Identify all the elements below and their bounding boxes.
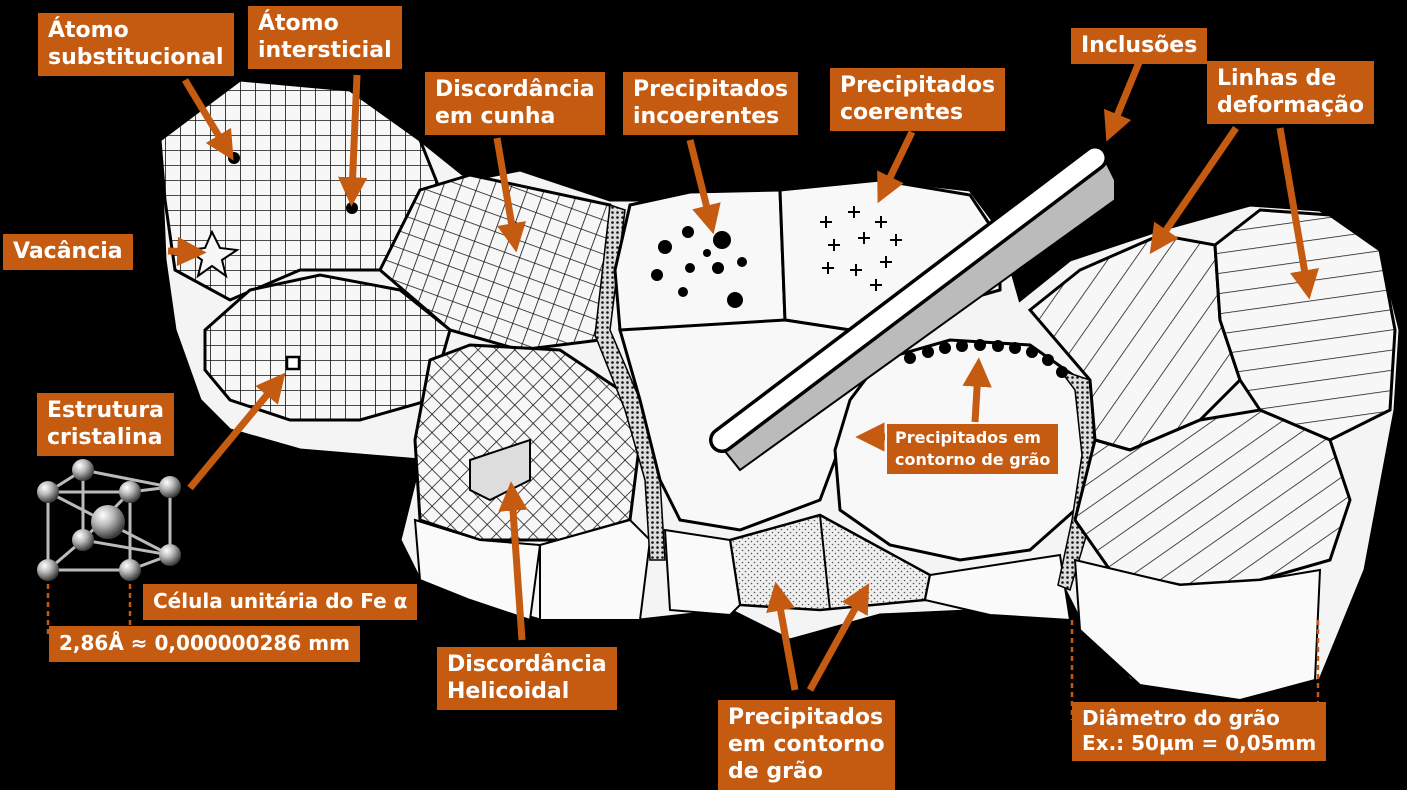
side-face-center xyxy=(665,530,740,615)
label-crystal-structure: Estrutura cristalina xyxy=(37,393,174,456)
label-cell-dimension: 2,86Å ≈ 0,000000286 mm xyxy=(49,626,360,662)
label-unit-cell: Célula unitária do Fe α xyxy=(143,584,417,620)
arrow-vacancy xyxy=(168,251,192,252)
label-boundary-precipitates-small: Precipitados em contorno de grão xyxy=(887,424,1058,474)
crystal-cell-mark xyxy=(287,357,299,369)
label-screw-dislocation: Discordância Helicoidal xyxy=(437,647,617,710)
unit-cell-illustration xyxy=(37,459,181,581)
label-vacancy: Vacância xyxy=(3,234,133,270)
arrow-inclusions xyxy=(1112,60,1140,128)
arrow-interstitial xyxy=(352,75,357,192)
grain-incoherent xyxy=(615,190,785,330)
label-deformation-lines: Linhas de deformação xyxy=(1207,61,1374,124)
label-coherent-precipitates: Precipitados coerentes xyxy=(830,68,1005,131)
label-grain-diameter: Diâmetro do grão Ex.: 50µm = 0,05mm xyxy=(1072,702,1326,761)
label-incoherent-precipitates: Precipitados incoerentes xyxy=(623,72,798,135)
label-boundary-precipitates: Precipitados em contorno de grão xyxy=(718,700,895,790)
substitutional-atom xyxy=(228,152,240,164)
arrow-boundary-1b xyxy=(975,372,978,422)
label-edge-dislocation: Discordância em cunha xyxy=(425,72,605,135)
interstitial-atom xyxy=(346,202,358,214)
label-inclusions: Inclusões xyxy=(1071,28,1207,64)
label-substitutional-atom: Átomo substitucional xyxy=(38,13,234,76)
label-interstitial-atom: Átomo intersticial xyxy=(248,6,402,69)
